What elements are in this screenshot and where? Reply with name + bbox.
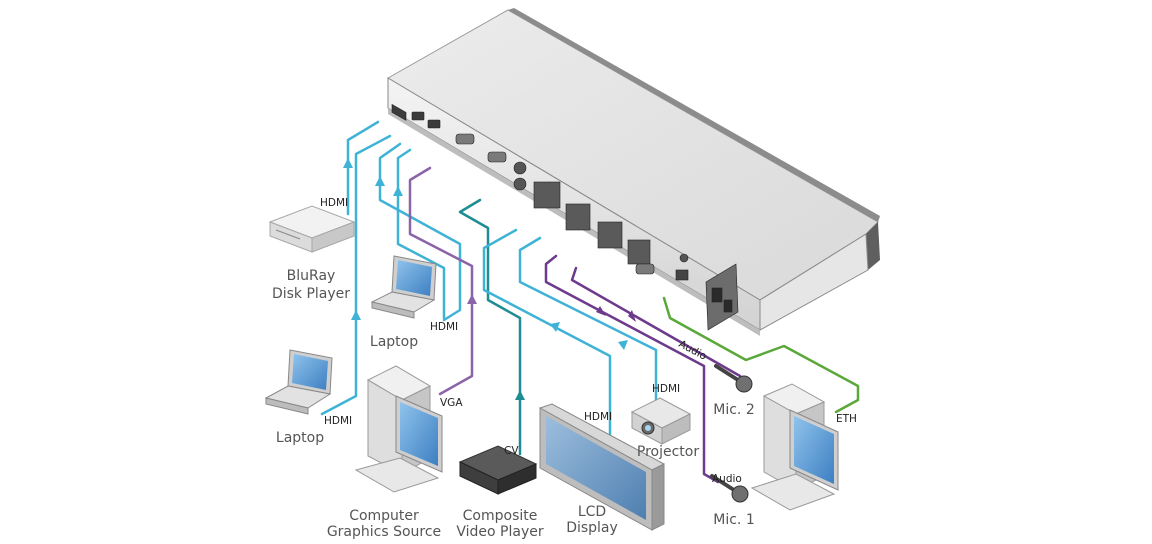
cable-audio-mic2 (570, 266, 742, 378)
laptop-bottom-label: Laptop (276, 430, 324, 446)
label-hdmi-laptop-top: HDMI (430, 321, 458, 333)
mic2-label: Mic. 2 (713, 402, 754, 418)
cable-hdmi-lcd (482, 228, 612, 440)
composite-player-label-line1: Composite (463, 508, 538, 524)
laptop-bottom-icon (264, 349, 333, 415)
composite-player-icon (458, 445, 538, 495)
lcd-label-line1: LCD (578, 504, 606, 520)
rear-panel-connectors (391, 103, 739, 331)
cables (320, 120, 860, 484)
label-hdmi-lcd: HDMI (584, 411, 612, 423)
mic1-icon (710, 474, 749, 503)
label-hdmi-bluray: HDMI (320, 197, 348, 209)
mic2-icon (714, 364, 753, 393)
cable-hdmi-projector (518, 236, 658, 402)
signal-arrows (343, 158, 636, 400)
label-cv: CV (504, 445, 519, 457)
bluray-label-line1: BluRay (287, 268, 336, 284)
cable-cv (458, 198, 522, 456)
laptop-top-icon (370, 255, 437, 319)
cable-hdmi-bluray (346, 120, 380, 216)
lcd-label-line2: Display (566, 520, 618, 536)
cable-audio-mic1 (544, 254, 720, 484)
projector-label: Projector (637, 444, 699, 460)
computer-source-label-line1: Computer (349, 508, 419, 524)
composite-player-label-line2: Video Player (456, 524, 543, 540)
bluray-label-line2: Disk Player (272, 286, 350, 302)
cable-hdmi-laptop-top (378, 142, 462, 322)
computer-source-icon (354, 365, 443, 493)
cable-eth (662, 296, 860, 414)
cable-hdmi-laptop-bottom (320, 134, 392, 416)
mic1-label: Mic. 1 (713, 512, 754, 528)
label-hdmi-laptop-bottom: HDMI (324, 415, 352, 427)
label-vga: VGA (440, 397, 463, 409)
eth-computer-icon (750, 383, 839, 511)
bluray-player-icon (268, 205, 356, 253)
switcher-unit (387, 8, 880, 336)
projector-icon (630, 397, 692, 445)
label-hdmi-projector: HDMI (652, 383, 680, 395)
lcd-display-icon (538, 403, 666, 531)
computer-source-label-line2: Graphics Source (327, 524, 441, 540)
cable-vga (408, 166, 474, 396)
laptop-top-label: Laptop (370, 334, 418, 350)
label-eth: ETH (836, 413, 857, 425)
label-audio-mic1: Audio (712, 473, 742, 485)
